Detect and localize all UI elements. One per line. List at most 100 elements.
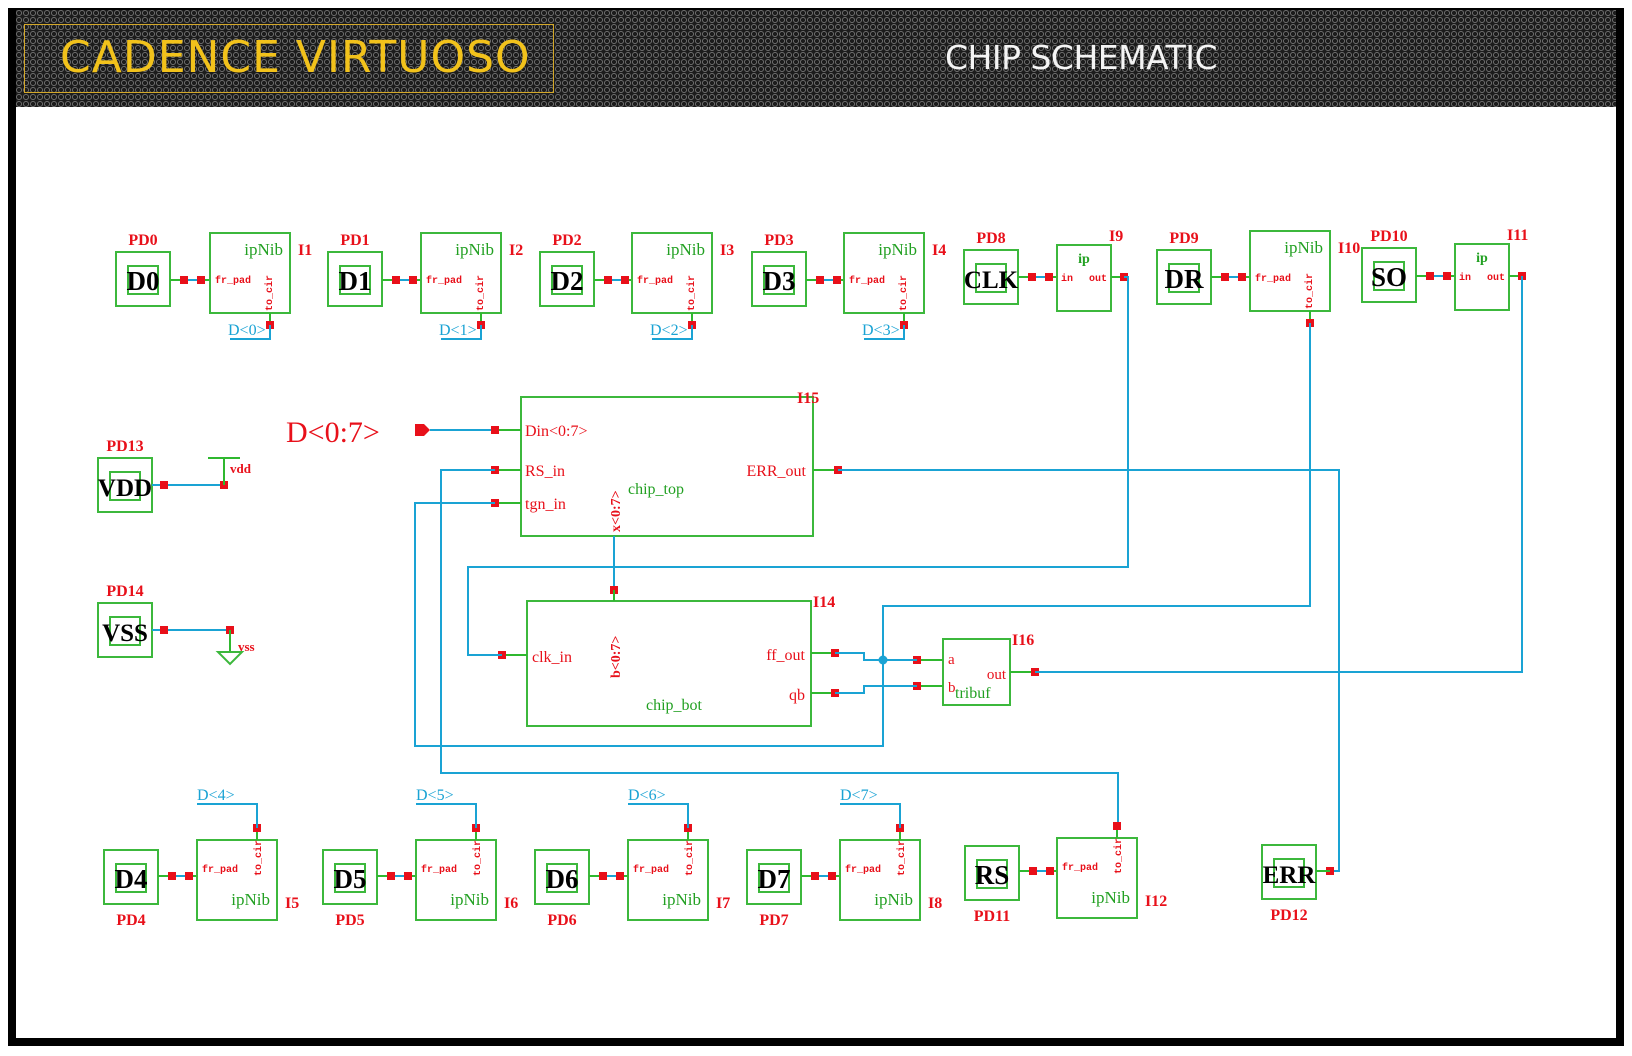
pad-id-label: PD4 [116, 912, 145, 929]
net-stub-wire[interactable] [628, 803, 689, 828]
pad-id-label: PD8 [976, 230, 1005, 247]
page-title: CHIP SCHEMATIC [945, 38, 1218, 77]
cell-box-I10 [1249, 230, 1331, 312]
pad-inner-box-PD0 [127, 265, 159, 295]
cell-box-I8 [839, 839, 921, 921]
cell-type-label: ipNib [455, 240, 494, 259]
net-stub-wire[interactable] [652, 325, 693, 340]
pad-outer-box-PD11 [964, 845, 1020, 901]
pin-out-label: out [987, 667, 1007, 683]
net-stub-wire[interactable] [864, 325, 905, 340]
pad-inner-box-PD13 [109, 471, 141, 501]
net-stub-wire[interactable] [230, 325, 271, 340]
cell-box-I3 [631, 232, 713, 314]
net-ff-out-to-a[interactable] [835, 652, 917, 661]
pad-name-PD2[interactable]: D2 [551, 266, 584, 296]
pad-name-PD10[interactable]: SO [1371, 262, 1407, 292]
pad-id-label: PD1 [340, 232, 369, 249]
pin-marker [1029, 867, 1037, 875]
net-stub-wire[interactable] [416, 803, 477, 828]
pad-name-PD7[interactable]: D7 [758, 864, 791, 894]
pin-marker [599, 872, 607, 880]
cell-box-I6 [415, 839, 497, 921]
pin-marker [180, 276, 188, 284]
net-so[interactable] [1035, 276, 1523, 673]
pad-name-PD8[interactable]: CLK [964, 267, 1019, 294]
instance-label: I5 [285, 895, 299, 912]
pad-inner-box-PD4 [115, 863, 147, 893]
cell-type-label: ipNib [666, 240, 705, 259]
pad-name-PD0[interactable]: D0 [127, 266, 160, 296]
pin-marker [1426, 272, 1434, 280]
pad-id-label: PD10 [1370, 228, 1407, 245]
pad-name-PD3[interactable]: D3 [763, 266, 796, 296]
net-tgn[interactable] [414, 323, 1311, 747]
pin-label-fr-pad: fr_pad [1062, 862, 1098, 874]
pin-label-fr-pad: fr_pad [633, 864, 669, 876]
pad-name-PD5[interactable]: D5 [334, 864, 367, 894]
pad-inner-box-PD7 [758, 863, 790, 893]
pin-marker [828, 872, 836, 880]
pin-label-to-cir: to_cir [264, 275, 276, 311]
pad-name-PD9[interactable]: DR [1165, 264, 1204, 294]
pad-inner-box-PD11 [976, 859, 1008, 889]
pin-din-label: Din<0:7> [525, 423, 588, 440]
pin-marker [1113, 822, 1121, 830]
instance-label: I12 [1145, 893, 1167, 910]
cell-type-label: ip [1476, 251, 1488, 266]
chip-top-box [520, 396, 814, 537]
chip-bot-box [526, 600, 812, 727]
pin-label-to-cir: to_cir [684, 840, 696, 876]
cell-type-label: ipNib [1284, 238, 1323, 257]
pad-name-PD12[interactable]: ERR [1263, 862, 1317, 889]
pin-label-to-cir: to_cir [898, 275, 910, 311]
pin-marker [1028, 273, 1036, 281]
pin-label-fr-pad: fr_pad [426, 275, 462, 287]
pad-inner-box-PD5 [334, 863, 366, 893]
net-stub-wire[interactable] [840, 803, 901, 828]
pin-label-fr-pad: fr_pad [845, 864, 881, 876]
instance-label: I14 [813, 594, 835, 611]
pad-inner-box-PD3 [763, 265, 795, 295]
pad-name-PD4[interactable]: D4 [115, 864, 148, 894]
net-rs[interactable] [440, 469, 1119, 827]
pad-id-label: PD9 [1169, 230, 1198, 247]
pad-name-PD14[interactable]: VSS [102, 620, 148, 647]
net-stub-wire[interactable] [441, 325, 482, 340]
pad-name-PD1[interactable]: D1 [339, 266, 372, 296]
vss-label: vss [238, 639, 255, 654]
pad-inner-box-PD10 [1373, 261, 1405, 291]
pin-x-label: x<0:7> [609, 490, 624, 532]
pad-inner-box-PD1 [339, 265, 371, 295]
pad-name-PD11[interactable]: RS [975, 860, 1010, 890]
cell-type-label: ipNib [244, 240, 283, 259]
pin-label-fr-pad: fr_pad [421, 864, 457, 876]
cell-type-label: ipNib [450, 890, 489, 909]
net-label: D<7> [840, 787, 878, 804]
pin-b-label: b [948, 680, 956, 696]
instance-label: I4 [932, 242, 946, 259]
ground-icon [215, 651, 245, 666]
input-pin-icon[interactable] [415, 424, 430, 436]
net-label: D<4> [197, 787, 235, 804]
pin-label-out: out [1487, 273, 1505, 284]
pin-label-out: out [1089, 274, 1107, 285]
pin-label-to-cir: to_cir [1113, 838, 1125, 874]
pin-tgn-in-label: tgn_in [525, 496, 566, 513]
pin-label-fr-pad: fr_pad [637, 275, 673, 287]
pin-label-fr-pad: fr_pad [849, 275, 885, 287]
net-qb-to-b[interactable] [835, 685, 917, 694]
pin-label-in: in [1459, 272, 1471, 284]
net-clk[interactable] [467, 276, 1129, 656]
pin-marker [168, 872, 176, 880]
pad-name-PD13[interactable]: VDD [98, 475, 152, 502]
net-err[interactable] [838, 469, 1340, 872]
net-stub-wire[interactable] [197, 803, 258, 828]
pad-name-PD6[interactable]: D6 [546, 864, 579, 894]
instance-label: I16 [1012, 632, 1034, 649]
pin-err-out-label: ERR_out [746, 463, 806, 480]
pad-inner-box-PD6 [546, 863, 578, 893]
pad-id-label: PD2 [552, 232, 581, 249]
